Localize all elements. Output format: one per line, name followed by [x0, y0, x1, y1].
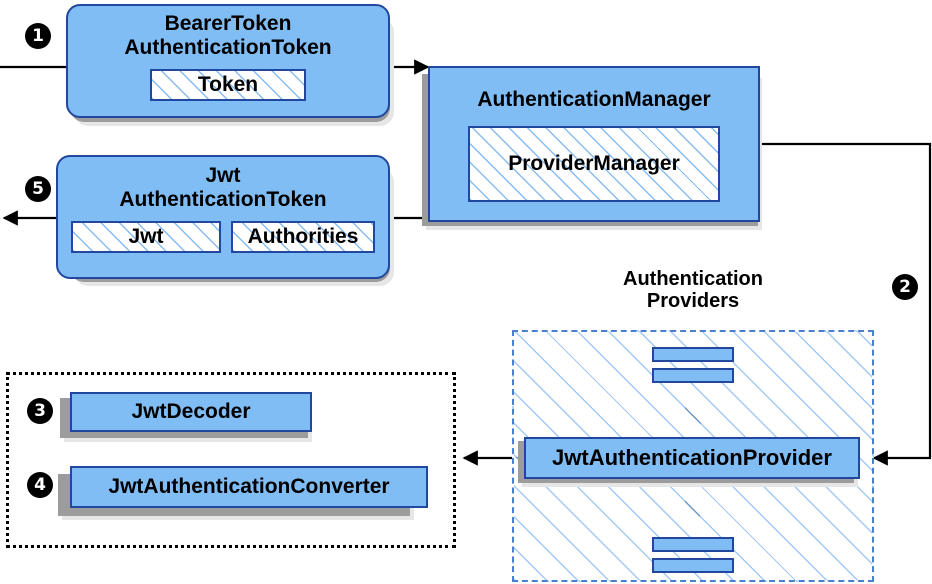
jwt-authentication-token-title-line1: Jwt	[205, 164, 241, 187]
provider-bar-top-2	[652, 368, 734, 383]
step-bullet-3: 3	[27, 398, 53, 424]
authorities-chip[interactable]: Authorities	[231, 220, 375, 253]
step-bullet-5: 5	[25, 176, 51, 202]
bearer-token-authentication-token-node[interactable]: BearerToken AuthenticationToken Token	[66, 4, 390, 118]
jwt-token-chip-row: Jwt Authorities	[71, 220, 375, 253]
step-bullet-4: 4	[27, 472, 53, 498]
provider-bar-bottom-1	[652, 537, 734, 552]
step-bullet-1: 1	[25, 23, 51, 49]
jwt-authentication-provider-node[interactable]: JwtAuthenticationProvider	[524, 437, 860, 479]
provider-manager-chip[interactable]: ProviderManager	[468, 126, 720, 202]
provider-manager-label: ProviderManager	[508, 152, 680, 175]
jwt-authentication-converter-node[interactable]: JwtAuthenticationConverter	[70, 466, 428, 508]
bearer-token-title-line2: AuthenticationToken	[124, 36, 332, 60]
provider-bar-top-1	[652, 347, 734, 362]
jwt-authentication-token-node[interactable]: Jwt AuthenticationToken Jwt Authorities	[56, 155, 390, 279]
authentication-providers-title: Authentication Providers	[512, 268, 874, 313]
authentication-manager-node[interactable]: AuthenticationManager ProviderManager	[428, 66, 760, 222]
bearer-token-title-line1: BearerToken	[164, 12, 292, 35]
jwt-decoder-label: JwtDecoder	[131, 400, 251, 423]
jwt-chip-label: Jwt	[128, 224, 164, 248]
authentication-providers-title-line2: Providers	[646, 290, 740, 313]
jwt-authentication-provider-label: JwtAuthenticationProvider	[552, 445, 832, 470]
authentication-manager-title: AuthenticationManager	[477, 88, 711, 111]
authorities-chip-label: Authorities	[247, 224, 359, 248]
authentication-providers-title-line1: Authentication	[623, 268, 763, 290]
token-chip-label: Token	[197, 72, 259, 96]
jwt-authentication-token-title-line2: AuthenticationToken	[119, 188, 327, 212]
jwt-authentication-converter-label: JwtAuthenticationConverter	[108, 475, 390, 498]
step-bullet-2: 2	[892, 274, 918, 300]
provider-bar-bottom-2	[652, 558, 734, 573]
jwt-decoder-node[interactable]: JwtDecoder	[70, 392, 312, 432]
jwt-chip[interactable]: Jwt	[71, 220, 221, 253]
token-chip[interactable]: Token	[150, 68, 306, 101]
